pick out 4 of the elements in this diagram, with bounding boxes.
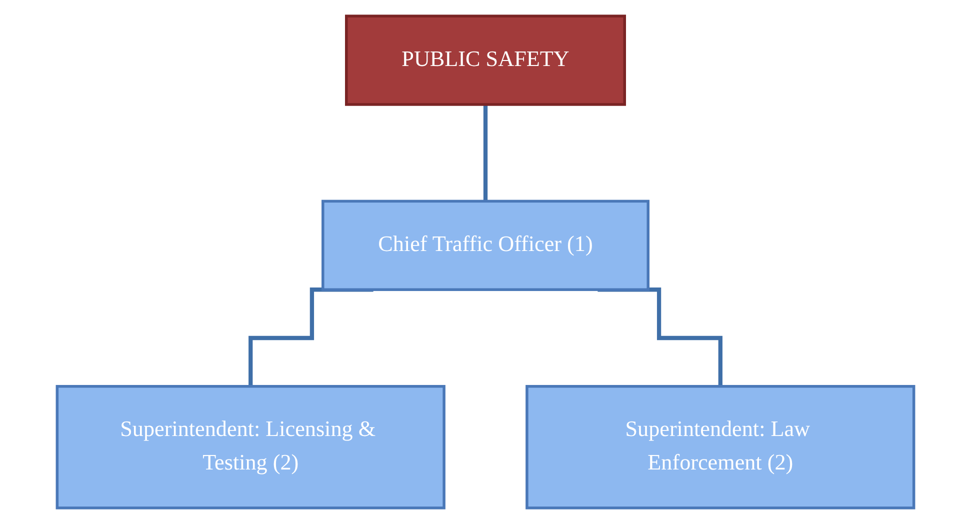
node-box: Chief Traffic Officer (1) — [322, 200, 650, 292]
node-box: Superintendent: Law Enforcement (2) — [526, 384, 916, 510]
node-box: PUBLIC SAFETY — [345, 14, 626, 106]
node-box: Superintendent: Licensing & Testing (2) — [56, 384, 446, 510]
